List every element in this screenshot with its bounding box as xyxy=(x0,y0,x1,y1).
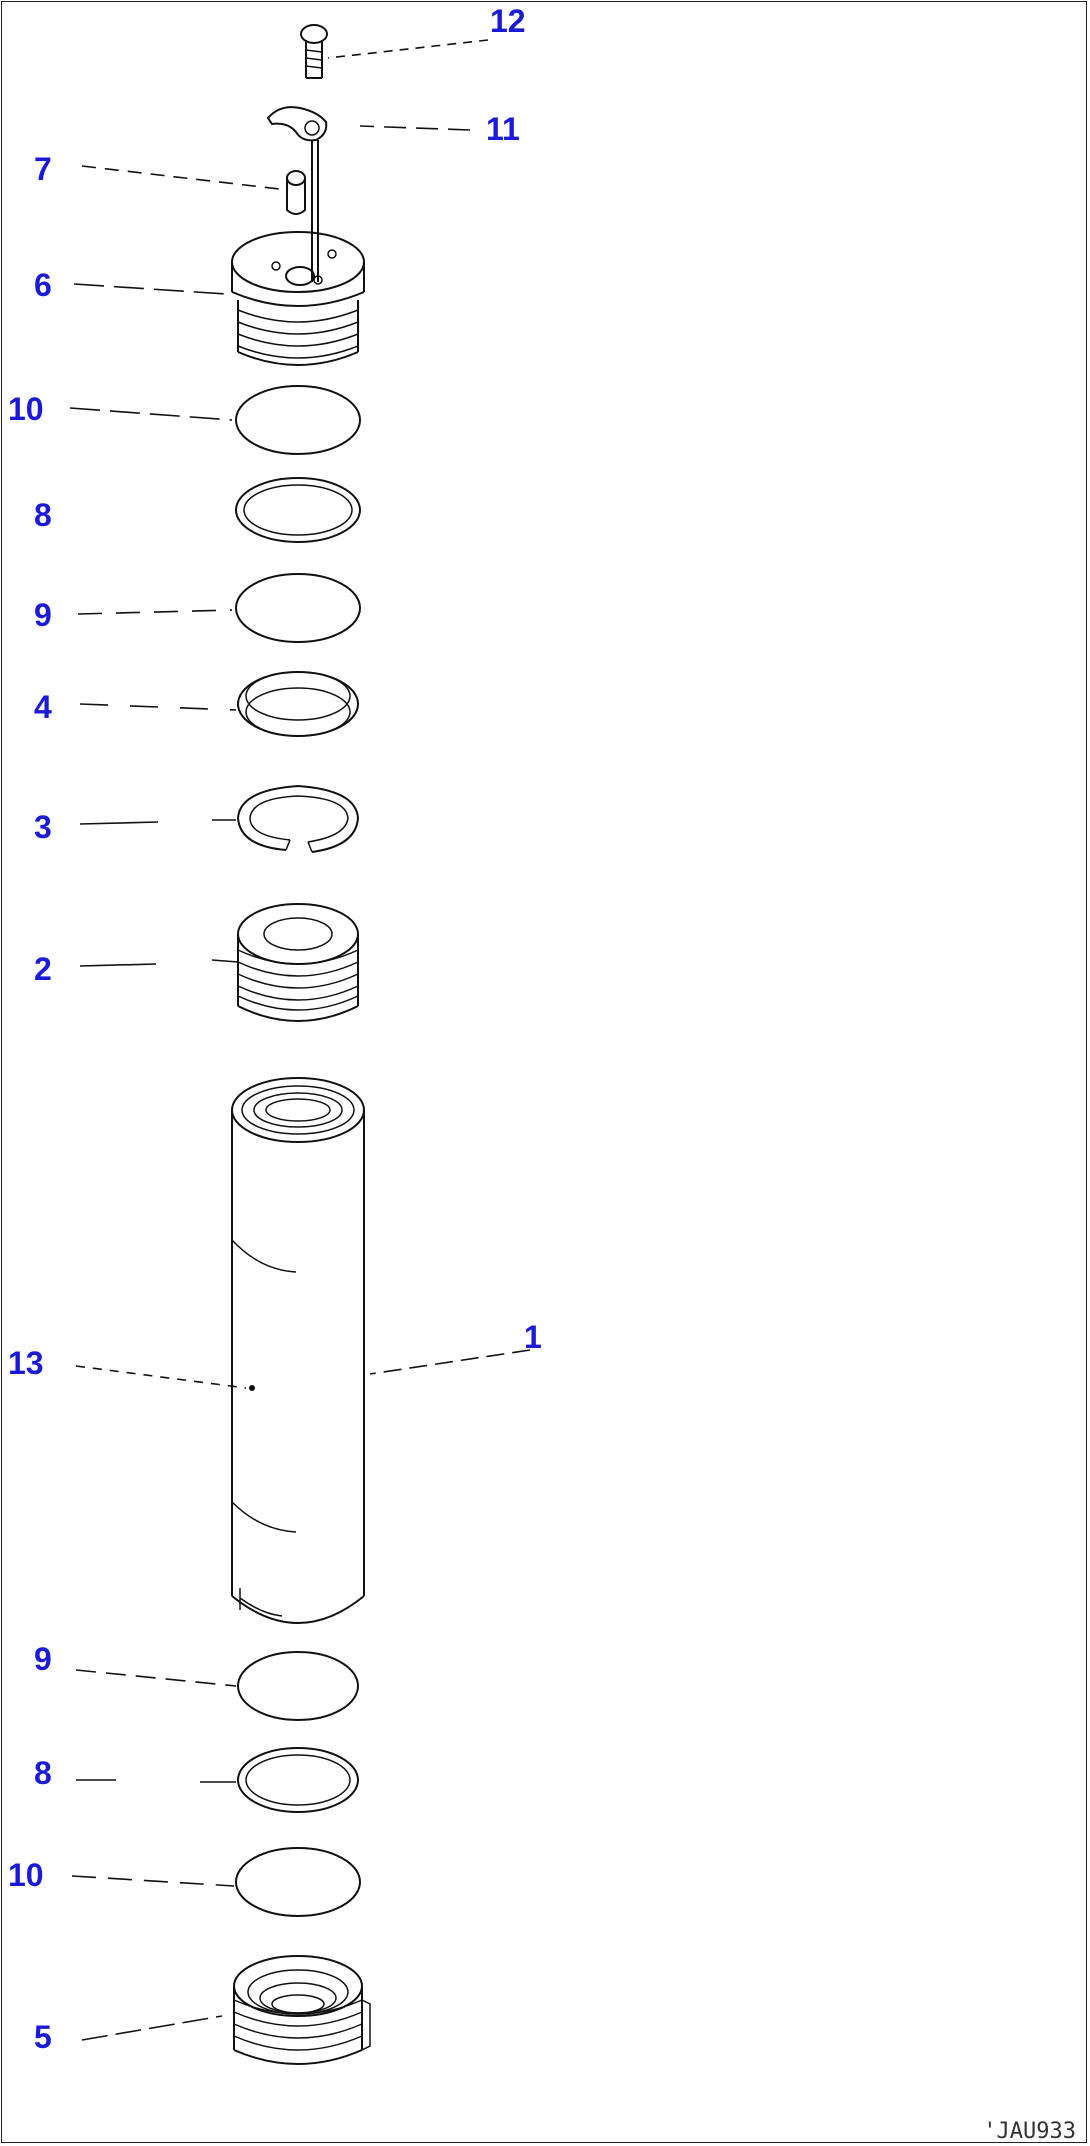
part-1-cylinder-tube xyxy=(231,1077,365,1624)
part-9-bottom-oring xyxy=(237,1651,359,1721)
label-7: 7 xyxy=(34,151,52,187)
part-10-bottom-oring xyxy=(235,1847,361,1917)
part-6-plug xyxy=(231,231,365,366)
label-4: 4 xyxy=(34,689,52,725)
leader-lines xyxy=(69,39,531,2041)
part-9-top-oring xyxy=(235,573,361,643)
callout-labels: 12 11 7 6 10 8 9 4 3 2 1 13 9 8 10 5 xyxy=(8,3,542,2055)
label-6: 6 xyxy=(34,267,52,303)
label-1: 1 xyxy=(524,1319,542,1355)
part-10-top-oring xyxy=(235,385,361,455)
part-8-bottom-ring xyxy=(237,1747,359,1813)
part-4-ring xyxy=(237,671,359,737)
label-12: 12 xyxy=(490,3,526,39)
label-8-top: 8 xyxy=(34,497,52,533)
part-7-pin xyxy=(286,170,306,215)
part-8-top-ring xyxy=(235,477,361,543)
label-8-bottom: 8 xyxy=(34,1755,52,1791)
part-5-bottom-cap xyxy=(233,1955,371,2065)
label-9-bottom: 9 xyxy=(34,1641,52,1677)
label-13: 13 xyxy=(8,1345,44,1381)
part-3-snap-ring xyxy=(236,784,360,853)
drawing-code: 'JAU933 xyxy=(983,2119,1076,2144)
label-9-top: 9 xyxy=(34,597,52,633)
label-11: 11 xyxy=(486,111,520,147)
part-11-clamp xyxy=(266,106,328,282)
label-10-top: 10 xyxy=(8,391,44,427)
part-12-bolt xyxy=(300,24,328,79)
label-10-bottom: 10 xyxy=(8,1857,44,1893)
label-2: 2 xyxy=(34,951,52,987)
label-3: 3 xyxy=(34,809,52,845)
label-5: 5 xyxy=(34,2019,52,2055)
part-2-piston xyxy=(237,903,359,1022)
